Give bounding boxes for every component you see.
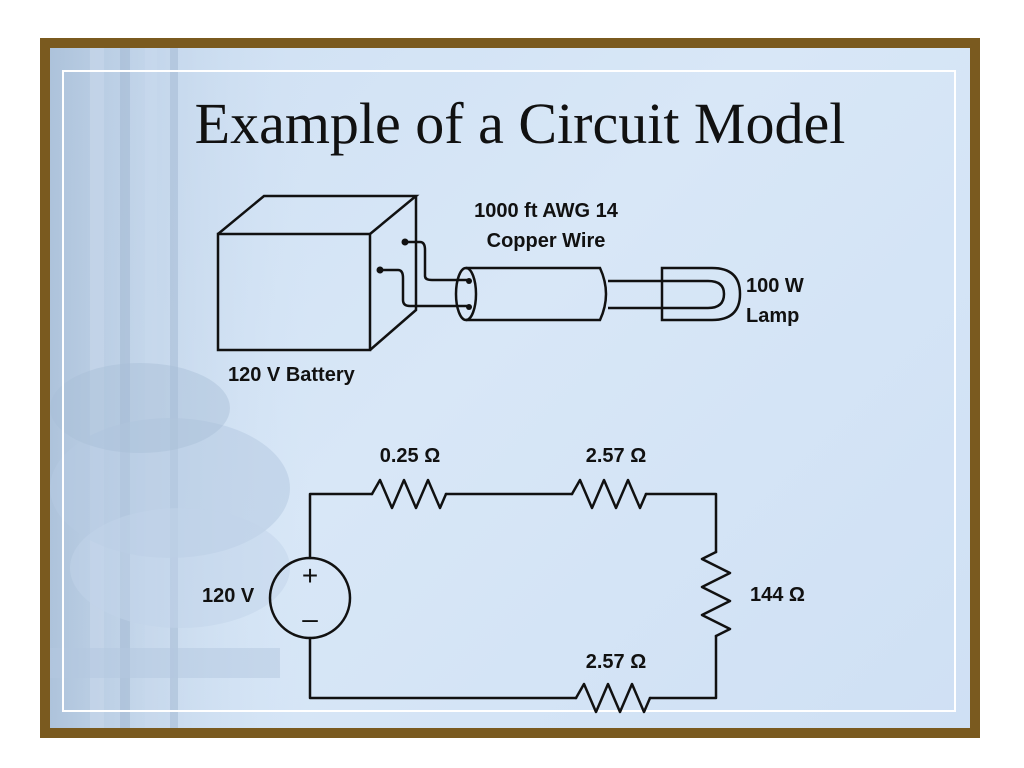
resistor-bottom-label: 2.57 Ω <box>586 651 647 673</box>
resistor-top-left <box>370 478 448 510</box>
battery-leads <box>378 240 470 308</box>
column-background-art <box>50 48 310 728</box>
resistor-right-label: 144 Ω <box>750 584 805 606</box>
resistor-bottom <box>574 682 652 714</box>
lamp-label-line1: 100 W <box>746 275 804 297</box>
slide-title: Example of a Circuit Model <box>194 91 846 156</box>
copper-wire-cylinder <box>454 266 662 322</box>
resistor-top-right-label: 2.57 Ω <box>586 445 647 467</box>
lamp-label-line2: Lamp <box>746 305 799 327</box>
resistor-top-right <box>570 478 648 510</box>
wire-label-line1: 1000 ft AWG 14 <box>474 200 619 222</box>
voltage-source <box>268 556 352 640</box>
circuit-wires <box>308 492 718 700</box>
source-minus-sign: – <box>302 603 318 634</box>
wire-label-line2: Copper Wire <box>487 230 606 252</box>
circuit-diagram: 1000 ft AWG 14 Copper Wire 100 W Lamp 12… <box>202 194 805 714</box>
source-plus-sign: + <box>302 560 318 591</box>
lamp <box>660 266 742 322</box>
battery-label: 120 V Battery <box>228 364 356 386</box>
resistor-top-left-label: 0.25 Ω <box>380 445 441 467</box>
resistor-right <box>700 550 732 638</box>
battery-box <box>216 194 420 352</box>
source-label: 120 V <box>202 585 255 607</box>
slide: Example of a Circuit Model 1000 ft AWG 1… <box>40 38 980 738</box>
